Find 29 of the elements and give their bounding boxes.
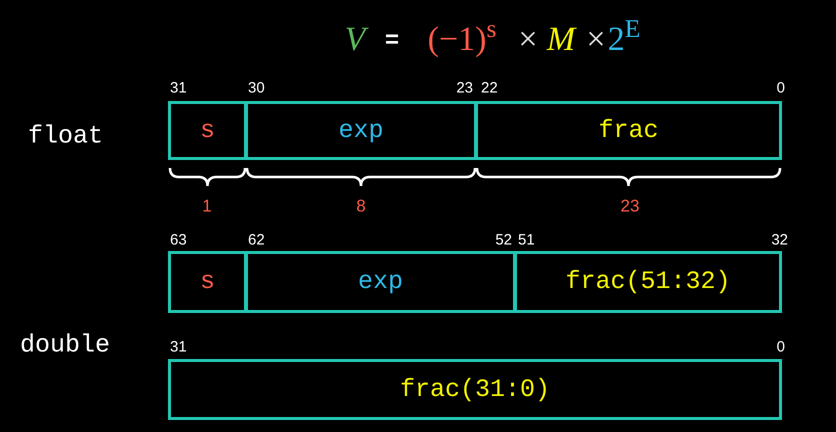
type-name: double xyxy=(20,332,110,358)
bit-number: 22 xyxy=(481,80,498,96)
bit-number: 31 xyxy=(170,340,187,354)
bit-number: 0 xyxy=(776,80,785,96)
field-width: 23 xyxy=(620,198,640,214)
bit-number: 63 xyxy=(170,232,187,248)
bit-number: 31 xyxy=(170,80,187,96)
bit-number: 23 xyxy=(456,80,473,96)
fraction-field: frac(31:0) xyxy=(168,359,782,420)
field-width: 8 xyxy=(356,198,366,214)
sign-field: s xyxy=(168,101,247,160)
exponent-field: exp xyxy=(245,251,516,313)
bit-number: 0 xyxy=(776,340,785,354)
field-width: 1 xyxy=(202,198,212,214)
bit-number: 52 xyxy=(495,232,512,248)
fraction-field: frac xyxy=(475,101,782,160)
sign-field: s xyxy=(168,251,247,313)
type-name: float xyxy=(28,124,104,148)
exponent-field: exp xyxy=(245,101,477,160)
bit-number: 62 xyxy=(248,232,265,248)
equals-sign: = xyxy=(385,28,399,52)
fraction-field: frac(51:32) xyxy=(514,251,782,313)
formula-variable: M xyxy=(546,23,576,57)
bit-number: 32 xyxy=(771,232,788,248)
times-sign: × xyxy=(586,23,606,57)
times-sign: × xyxy=(518,23,538,57)
bit-number: 30 xyxy=(248,80,265,96)
bit-number: 51 xyxy=(518,232,535,248)
formula-term: (−1)$^{s}$ xyxy=(428,23,496,57)
